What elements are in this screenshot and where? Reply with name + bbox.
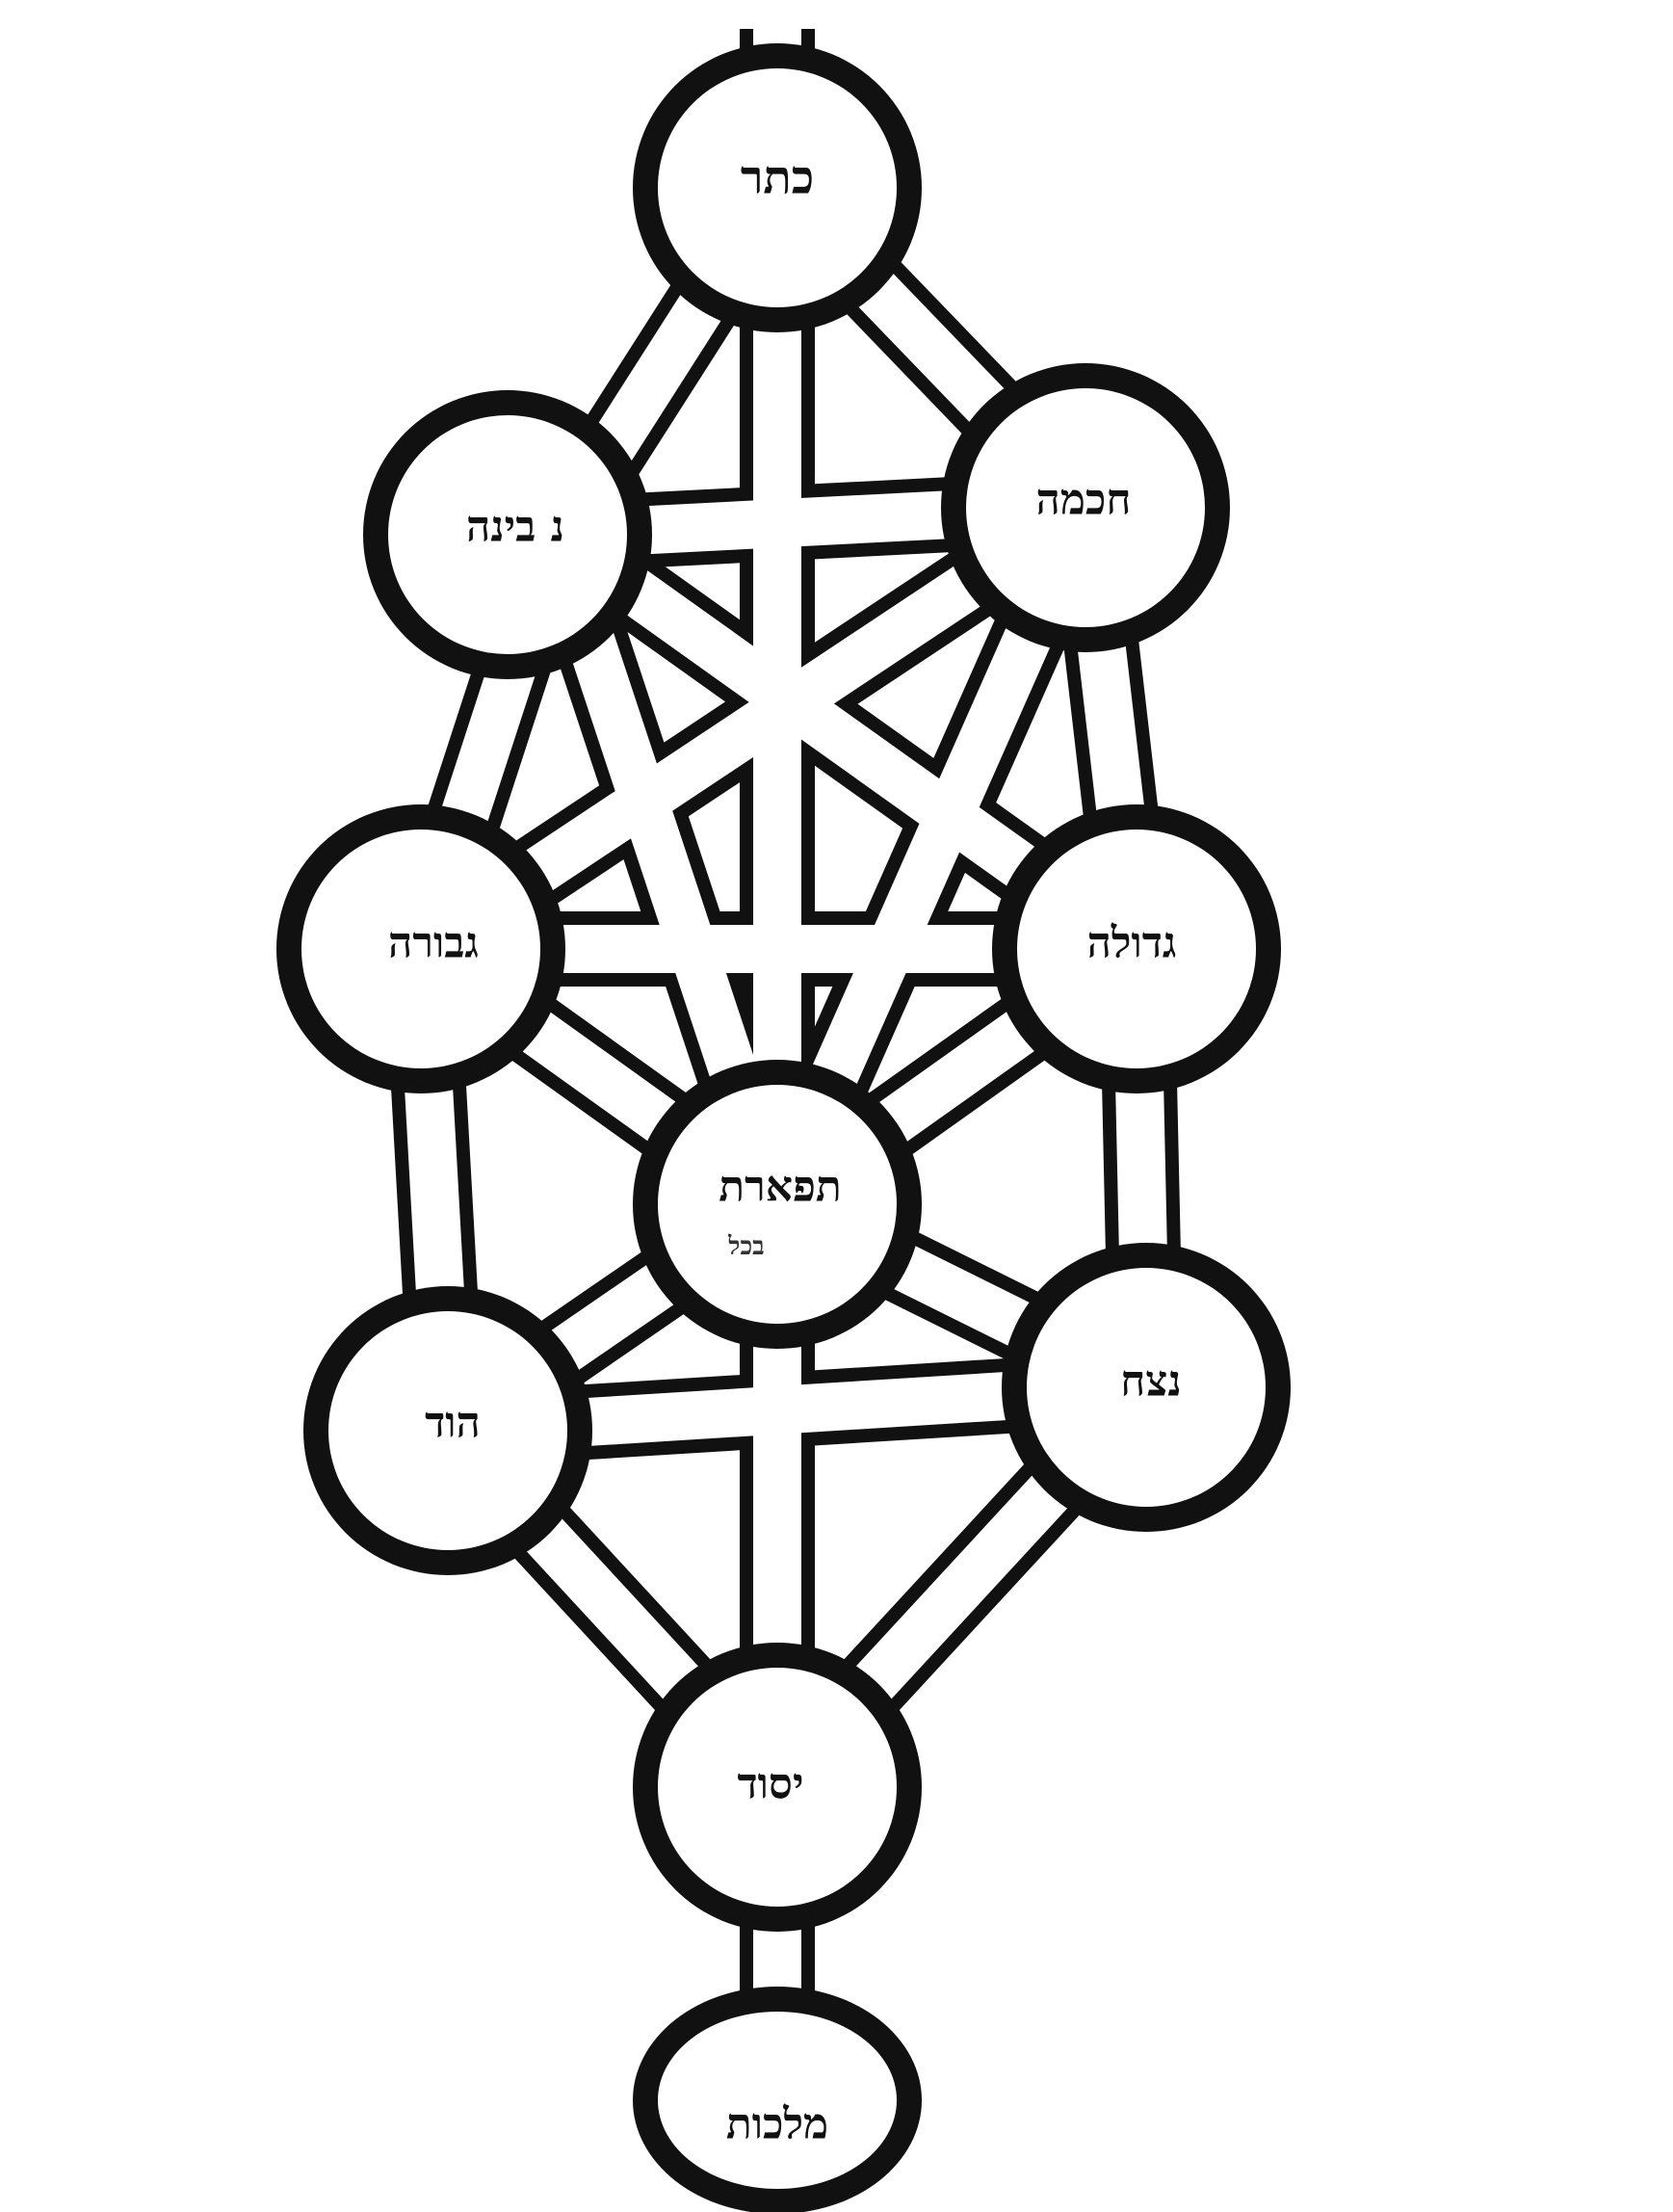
malkhut-label: מלכות [726,2100,828,2149]
sefirah-keter: כתר [633,43,922,332]
tiferet-sublabel: בכל [727,1232,764,1261]
keter-circle [658,68,897,307]
tiferet-circle [658,1085,897,1324]
chokhmah-label: חכמה [1036,476,1132,525]
sefirah-hod: הוד [303,1286,592,1575]
sefirah-yesod: יסוד [633,1643,922,1932]
binah-circle [388,415,627,654]
keter-label: כתר [741,151,814,205]
binah-label: נ בינה [466,503,564,552]
yesod-label: יסוד [738,1760,804,1809]
sefirah-chesed: גדולה [992,804,1281,1093]
hod-circle [328,1311,567,1550]
sefirah-binah: נ בינה [363,390,652,679]
tiferet-label: תפארת [719,1163,841,1212]
gevurah-circle [301,830,540,1068]
sefirah-malkhut: מלכות [633,1987,922,2212]
chokhmah-circle [966,388,1205,627]
sefirah-netzach: נצח [1002,1243,1291,1532]
sefirah-gevurah: גבורה [276,804,565,1093]
netzach-circle [1027,1268,1266,1507]
sefirah-chokhmah: חכמה [941,363,1230,652]
malkhut-circle [658,2012,897,2189]
chesed-label: גדולה [1087,919,1177,968]
sefirah-tiferet: תפארת בכל [633,1060,922,1349]
yesod-circle [658,1668,897,1907]
chesed-circle [1017,830,1256,1068]
hod-label: הוד [425,1399,481,1448]
netzach-label: נצח [1120,1357,1181,1407]
gevurah-label: גבורה [388,919,479,968]
